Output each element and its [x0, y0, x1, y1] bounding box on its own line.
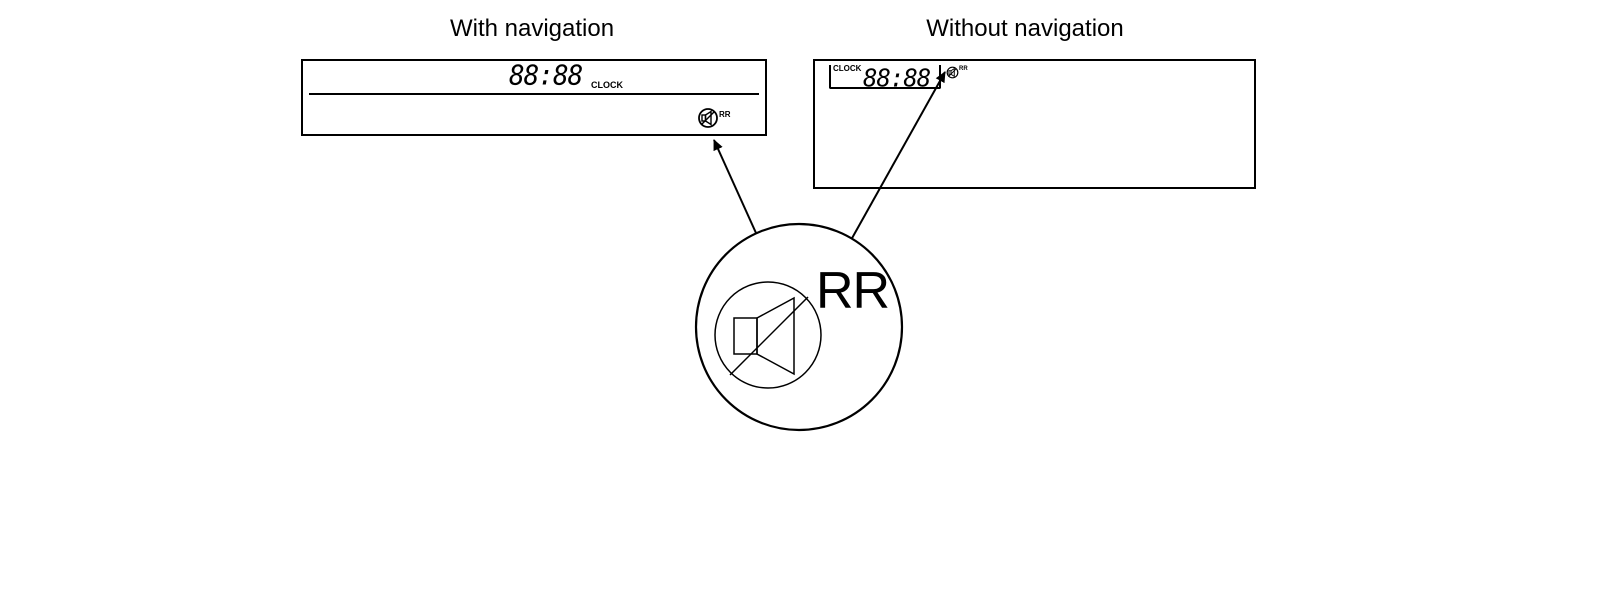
rr-label: RR	[959, 66, 968, 72]
display-with-navigation: 88:88 CLOCK RR	[301, 59, 767, 136]
clock-digits: 88:88	[863, 63, 931, 93]
arrow-to-left-indicator	[713, 139, 757, 234]
zoom-circle	[694, 222, 904, 432]
speaker-mute-icon	[714, 281, 822, 389]
arrow-to-right-indicator	[850, 71, 946, 241]
title-with-navigation: With navigation	[449, 15, 615, 42]
display-divider	[309, 93, 759, 95]
clock-label: CLOCK	[591, 80, 623, 90]
speaker-mute-icon	[698, 108, 718, 128]
clock-label: CLOCK	[833, 64, 862, 73]
clock-digits: 88:88	[509, 60, 583, 92]
speaker-mute-icon	[946, 66, 959, 79]
title-without-navigation: Without navigation	[926, 15, 1124, 42]
rr-label: RR	[719, 110, 731, 119]
rr-label-large: RR	[816, 262, 890, 320]
